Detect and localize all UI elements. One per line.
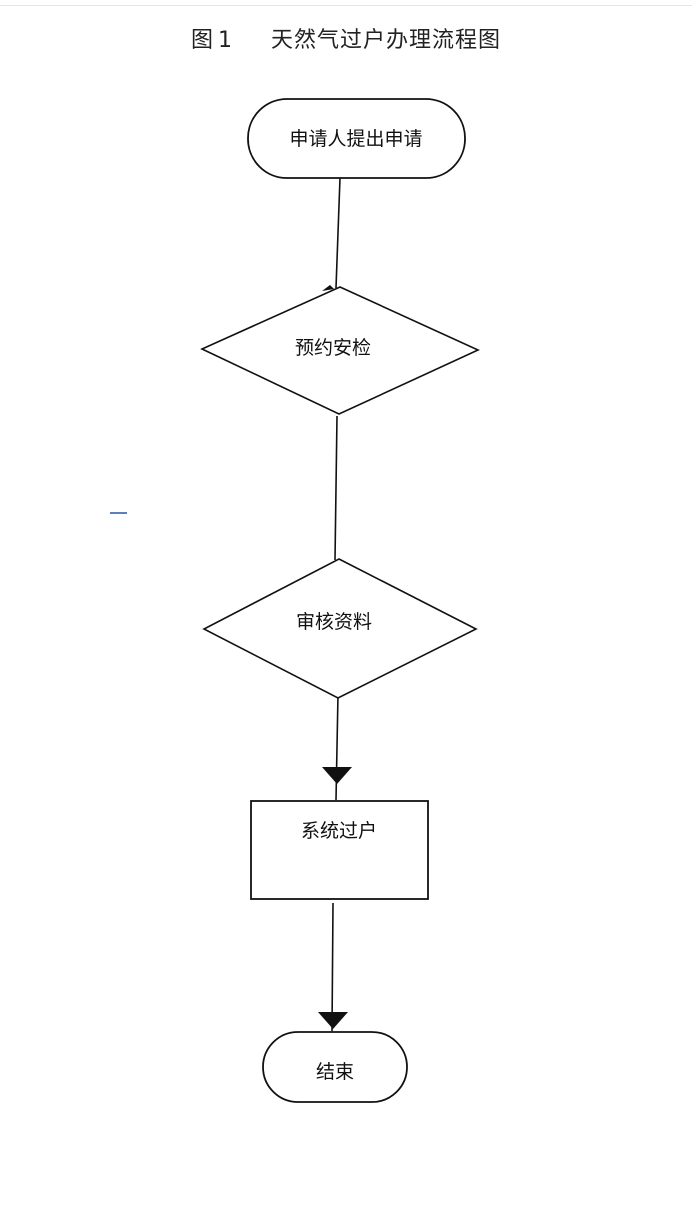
node-label-appointment: 预约安检 (295, 337, 371, 359)
edge-review-to-transfer (322, 693, 352, 801)
top-divider (0, 5, 692, 6)
terminal-shape (262, 1031, 408, 1103)
figure-prefix: 图 (190, 28, 214, 53)
connector-line (335, 177, 341, 289)
edge-transfer-to-end (318, 902, 348, 1032)
connector-line (334, 415, 338, 561)
node-start: 申请人提出申请 (247, 98, 466, 179)
connector-line (335, 693, 339, 801)
stray-pen-mark (110, 512, 127, 514)
node-appointment: 预约安检 (200, 286, 480, 415)
node-label-review: 审核资料 (296, 611, 372, 633)
figure-title-text: 天然气过户办理流程图 (271, 28, 502, 53)
node-end: 结束 (262, 1031, 408, 1103)
node-label-start: 申请人提出申请 (289, 128, 422, 150)
node-label-transfer: 系统过户 (301, 820, 377, 842)
arrow-head-icon (318, 1012, 348, 1029)
node-label-end: 结束 (316, 1061, 354, 1083)
arrow-head-icon (322, 285, 334, 291)
connector-line (331, 902, 334, 1032)
decision-shape (200, 286, 480, 415)
figure-number: 1 (218, 28, 233, 53)
arrow-head-icon (322, 767, 352, 784)
edge-appointment-to-review (334, 415, 338, 561)
process-shape (250, 800, 429, 900)
terminal-shape (247, 98, 466, 179)
node-transfer: 系统过户 (250, 800, 429, 900)
decision-shape (202, 558, 478, 699)
edge-start-to-appointment (322, 177, 341, 291)
node-review: 审核资料 (202, 558, 478, 699)
